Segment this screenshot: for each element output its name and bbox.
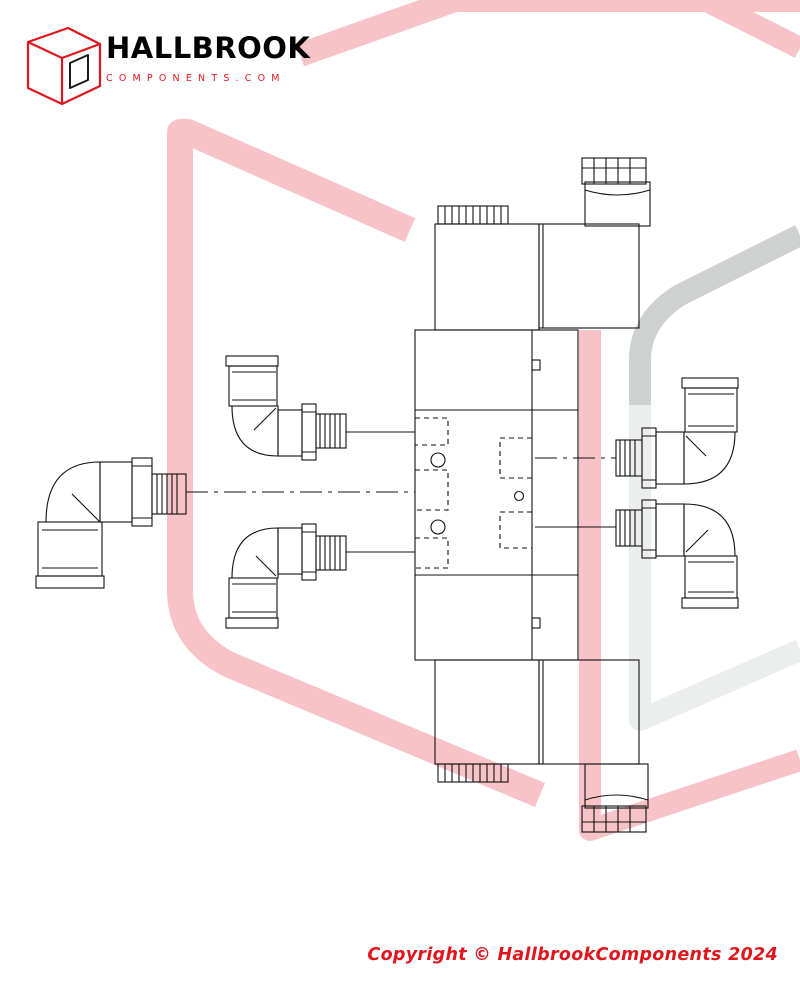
elbow-fitting-lower-left xyxy=(225,523,347,629)
port-hole-upper xyxy=(430,452,446,468)
watermark-hexagon xyxy=(167,0,800,841)
watermark-left-red xyxy=(167,119,546,807)
copyright-notice: Copyright © HallbrookComponents 2024 xyxy=(367,945,778,965)
logo-tagline: COMPONENTS.COM xyxy=(106,73,286,84)
elbow-fitting-large-left xyxy=(35,457,187,589)
watermark-top-red xyxy=(700,0,800,58)
port-centerlines xyxy=(186,431,616,553)
top-solenoid-coil-right xyxy=(538,223,640,329)
top-solenoid-coil-left xyxy=(434,223,540,331)
elbow-fitting-upper-right xyxy=(615,377,739,489)
watermark-right-red xyxy=(579,330,800,841)
valve-body xyxy=(414,329,579,661)
port-hole-right xyxy=(513,490,525,502)
logo-wordmark: HALLBROOK xyxy=(106,31,311,65)
port-hole-lower xyxy=(430,519,446,535)
logo-cube-icon xyxy=(26,26,102,106)
bottom-connector-body xyxy=(584,763,649,809)
top-connector-cap xyxy=(581,157,647,185)
watermark-outer-red xyxy=(295,0,800,67)
watermark-grey-arc xyxy=(629,225,800,470)
bottom-solenoid-assembly xyxy=(434,659,649,833)
top-solenoid-assembly xyxy=(434,157,651,331)
valve-body-outline xyxy=(414,329,579,661)
top-connector-body xyxy=(584,181,651,227)
elbow-fitting-lower-right xyxy=(615,499,739,609)
bottom-connector-cap xyxy=(581,805,647,833)
elbow-fitting-upper-left xyxy=(225,355,347,461)
